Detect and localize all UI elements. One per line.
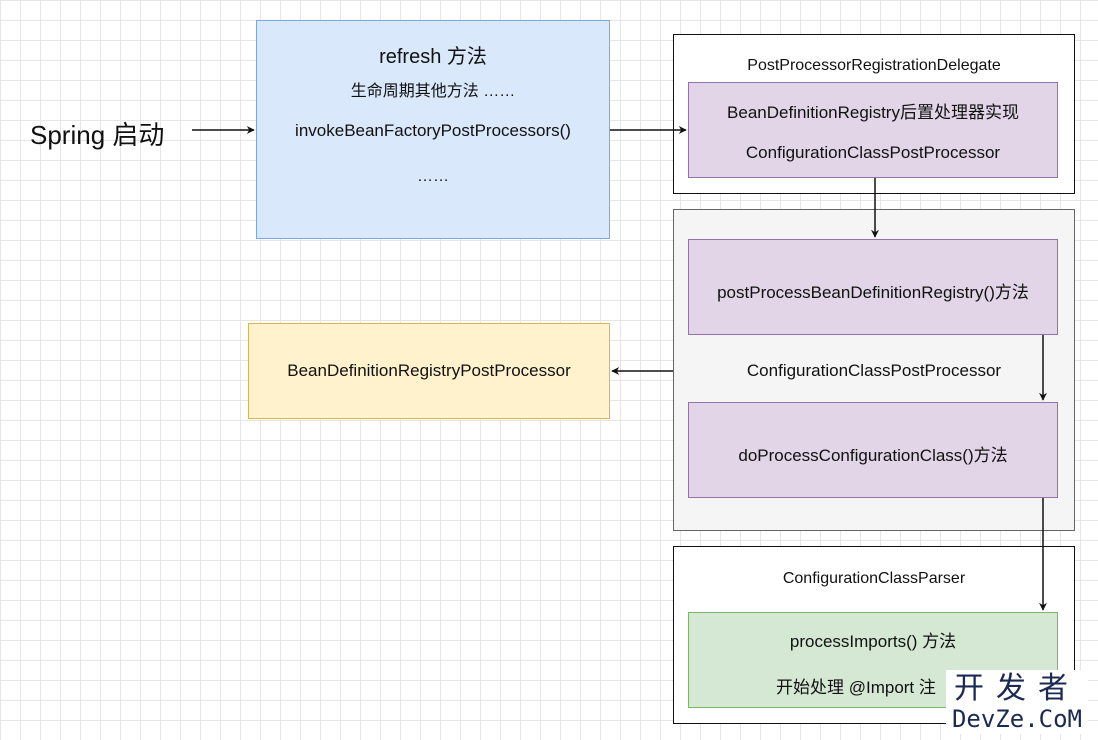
refresh-line3: …… (417, 168, 449, 185)
process-imports-line1: processImports() 方法 (789, 632, 957, 651)
dpcc-method-box (688, 402, 1058, 498)
refresh-line2: invokeBeanFactoryPostProcessors() (295, 121, 571, 140)
process-imports-line2: 开始处理 @Import 注 (776, 678, 936, 697)
parser-title: ConfigurationClassParser (782, 570, 966, 587)
bdrpp-label: BeanDefinitionRegistryPostProcessor (287, 361, 571, 380)
dpcc-method-label: doProcessConfigurationClass()方法 (738, 446, 1008, 465)
watermark-logo: 开发者 DevZe.CoM (945, 670, 1088, 734)
refresh-title: refresh 方法 (379, 46, 487, 68)
watermark-top: 开发者 (953, 671, 1080, 706)
delegate-line2: ConfigurationClassPostProcessor (745, 143, 1001, 162)
refresh-line1: 生命周期其他方法 …… (350, 83, 516, 100)
delegate-title: PostProcessorRegistrationDelegate (747, 57, 1001, 74)
ppbdr-method-box (688, 239, 1058, 335)
ccpp-title: ConfigurationClassPostProcessor (746, 361, 1002, 380)
delegate-inner-box (688, 82, 1058, 178)
delegate-line1: BeanDefinitionRegistry后置处理器实现 (727, 103, 1019, 122)
ppbdr-method-label: postProcessBeanDefinitionRegistry()方法 (717, 283, 1029, 302)
start-label: Spring 启动 (30, 120, 165, 150)
bdrpp-box (248, 323, 610, 419)
refresh-method-box (256, 20, 610, 239)
watermark-bottom: DevZe.CoM (951, 705, 1082, 733)
